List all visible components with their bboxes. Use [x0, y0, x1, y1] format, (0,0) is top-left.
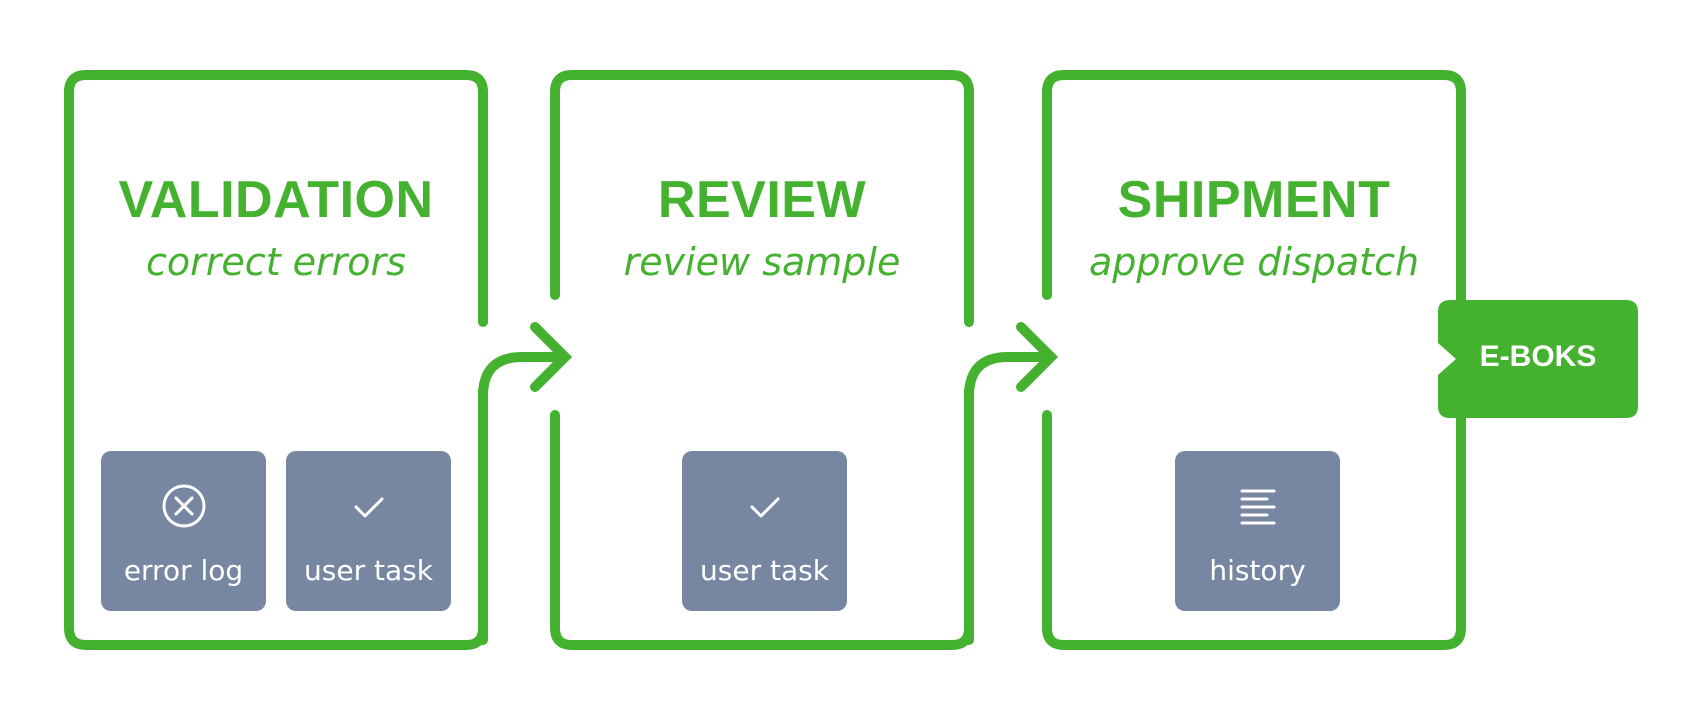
stage-title-shipment: SHIPMENT	[1117, 171, 1391, 229]
list-lines-icon	[1235, 483, 1281, 533]
output-tag-eboks[interactable]: E-BOKS	[1438, 300, 1638, 418]
stage-title-review: REVIEW	[657, 171, 867, 229]
circle-x-icon	[161, 483, 207, 533]
tile-label: user task	[304, 554, 433, 587]
stage-title-validation: VALIDATION	[118, 171, 434, 229]
stage-subtitle-shipment: approve dispatch	[1088, 240, 1420, 284]
tile-user-task-review[interactable]: user task	[682, 451, 847, 611]
arrow-head-2	[1016, 322, 1059, 392]
check-icon	[742, 483, 788, 533]
tile-label: error log	[123, 554, 244, 587]
connector-arrow-2	[964, 352, 1053, 645]
tile-label: history	[1209, 554, 1306, 587]
arrow-head-1	[530, 322, 573, 392]
stage-subtitle-review: review sample	[623, 240, 901, 284]
check-icon	[346, 483, 392, 533]
tile-error-log[interactable]: error log	[101, 451, 266, 611]
tag-shape	[1438, 300, 1638, 418]
tile-history[interactable]: history	[1175, 451, 1340, 611]
tile-user-task-validation[interactable]: user task	[286, 451, 451, 611]
output-tag-label: E-BOKS	[1479, 340, 1597, 373]
connector-arrow-1	[478, 352, 567, 645]
tile-label: user task	[700, 554, 829, 587]
stage-frame-validation	[64, 70, 488, 650]
stage-subtitle-validation: correct errors	[146, 240, 406, 284]
